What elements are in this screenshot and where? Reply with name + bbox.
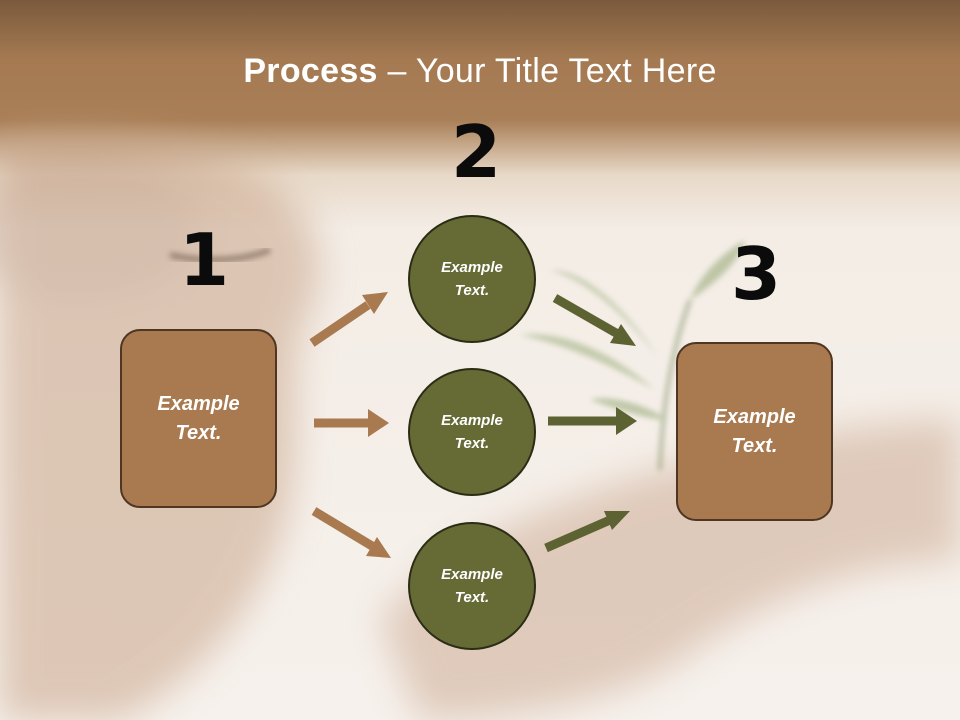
title-rest: – Your Title Text Here [377, 52, 717, 90]
circle-bottom: Example Text. [408, 522, 536, 650]
circle-middle-label: Example Text. [441, 412, 503, 452]
step-number-2: 2 [451, 110, 502, 194]
arrow-bottom-to-target [544, 511, 630, 553]
arrow-source-to-bottom [311, 507, 391, 558]
step-number-3: 3 [731, 232, 782, 316]
target-box-label: Example Text. [713, 405, 796, 457]
step-number-1: 1 [179, 218, 230, 302]
source-box: Example Text. [120, 329, 277, 508]
source-box-label: Example Text. [157, 392, 240, 444]
circle-top: Example Text. [408, 215, 536, 343]
arrow-source-to-top [309, 292, 388, 347]
arrow-middle-to-target [548, 407, 637, 435]
circle-top-label: Example Text. [441, 259, 503, 299]
slide-title: Process – Your Title Text Here [0, 52, 960, 91]
circle-middle: Example Text. [408, 368, 536, 496]
arrow-top-to-target [552, 294, 636, 346]
target-box: Example Text. [676, 342, 833, 521]
title-strong: Process [243, 52, 378, 90]
circle-bottom-label: Example Text. [441, 566, 503, 606]
arrow-source-to-middle [314, 409, 389, 437]
